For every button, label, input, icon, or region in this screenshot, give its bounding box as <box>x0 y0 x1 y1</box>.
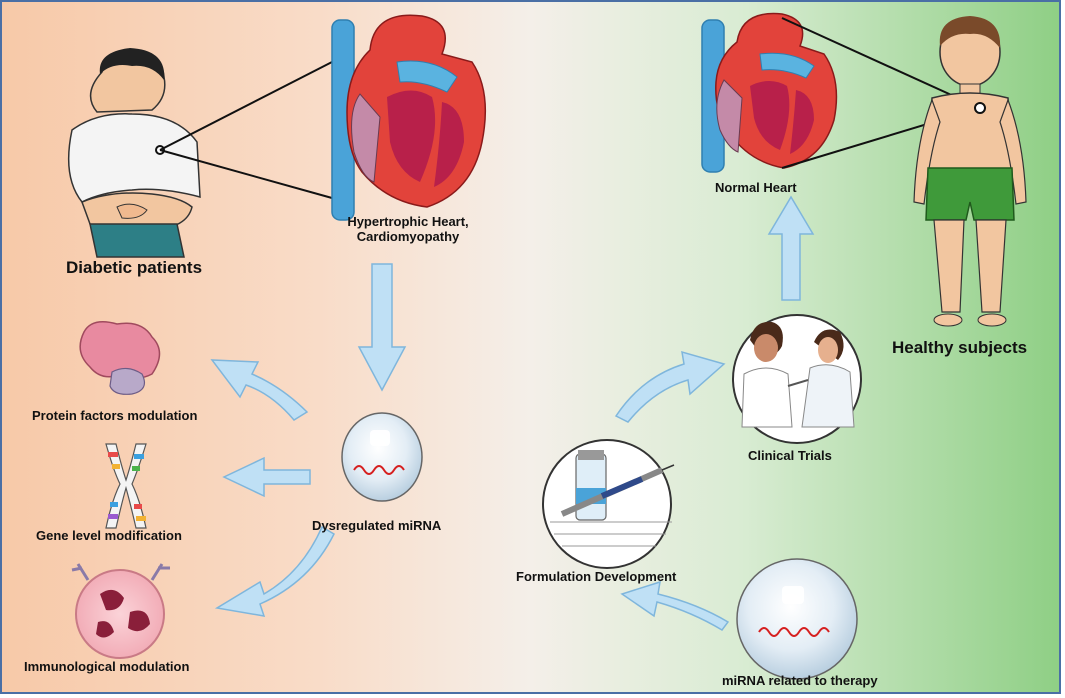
label-dysregulated-mirna: Dysregulated miRNA <box>312 518 442 533</box>
arrow-formulation-to-clinical <box>614 350 726 423</box>
arrow-mirna-to-immuno <box>214 525 335 617</box>
clinical-trials-illustration <box>732 314 862 444</box>
label-immunological: Immunological modulation <box>24 659 190 674</box>
label-healthy-subjects: Healthy subjects <box>892 338 1028 357</box>
diabetic-patient-illustration <box>67 48 333 258</box>
formulation-development-illustration <box>542 439 675 569</box>
label-hypertrophic-line1: Hypertrophic Heart, <box>347 214 469 229</box>
arrow-down-heart-to-mirna <box>357 263 407 392</box>
hypertrophic-heart-illustration <box>331 14 487 221</box>
arrow-mirna-to-gene <box>222 456 311 498</box>
label-formulation-development: Formulation Development <box>516 569 677 584</box>
label-hypertrophic-line2: Cardiomyopathy <box>356 229 460 244</box>
label-mirna-therapy: miRNA related to therapy <box>722 673 878 688</box>
arrow-clinical-to-normal-heart <box>767 195 815 301</box>
arrow-therapy-to-formulation <box>620 580 730 631</box>
normal-heart-illustration <box>701 12 981 173</box>
immune-cell-illustration <box>71 563 170 659</box>
label-normal-heart: Normal Heart <box>715 180 797 195</box>
arrow-mirna-to-protein <box>210 359 309 421</box>
label-hypertrophic-heart: Hypertrophic Heart, Cardiomyopathy <box>318 214 498 244</box>
healthy-subject-illustration <box>913 16 1027 327</box>
label-diabetic-patients: Diabetic patients <box>66 258 203 277</box>
dysregulated-mirna-bubble <box>341 412 423 502</box>
label-protein-factors: Protein factors modulation <box>32 408 198 423</box>
chromosome-illustration <box>105 443 147 529</box>
label-gene-level: Gene level modification <box>36 528 182 543</box>
protein-factor-illustration <box>79 321 161 395</box>
therapy-mirna-bubble <box>736 558 858 680</box>
label-clinical-trials: Clinical Trials <box>748 448 832 463</box>
